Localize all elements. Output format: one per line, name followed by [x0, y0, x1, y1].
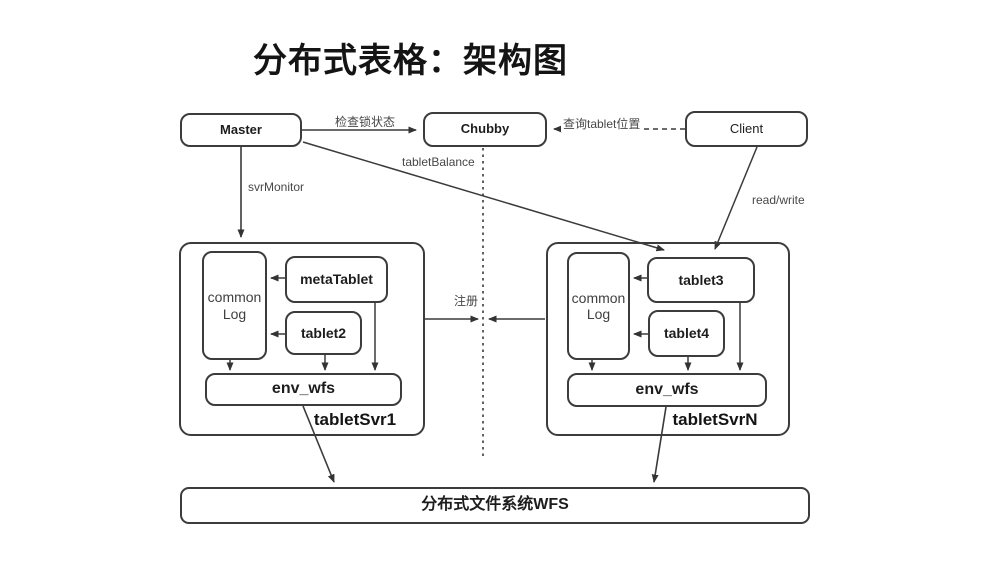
- page-title: 分布式表格：架构图: [253, 42, 568, 80]
- node-master: Master: [180, 113, 302, 147]
- node-chubby: Chubby: [423, 112, 547, 147]
- label-tabletsvrn: tabletSvrN: [672, 410, 758, 429]
- label-query-tablet-location: 查询tablet位置: [561, 115, 643, 132]
- edge-master-tablet3: [302, 141, 665, 252]
- label-read-write: read/write: [752, 193, 805, 207]
- node-client: Client: [685, 111, 808, 147]
- label-register: 注册: [452, 292, 481, 309]
- label-tablet-balance: tabletBalance: [402, 155, 475, 169]
- group-tabletsvrn: [546, 242, 790, 436]
- node-commonlog-1: common Log: [202, 251, 267, 360]
- node-tablet2: tablet2: [285, 311, 362, 355]
- node-commonlog-n: common Log: [567, 252, 630, 360]
- node-envwfs-1: env_wfs: [205, 373, 402, 406]
- label-check-lock: 检查锁状态: [335, 115, 396, 129]
- group-tabletsvr1: [179, 242, 425, 436]
- label-tabletsvr1: tabletSvr1: [313, 410, 397, 429]
- node-metatablet: metaTablet: [285, 256, 388, 303]
- edge-client-tablet3: [714, 146, 758, 250]
- node-tablet4: tablet4: [648, 310, 725, 357]
- node-tablet3: tablet3: [647, 257, 755, 303]
- node-wfs: 分布式文件系统WFS: [180, 487, 810, 524]
- label-svr-monitor: svrMonitor: [248, 180, 305, 194]
- node-envwfs-n: env_wfs: [567, 373, 767, 407]
